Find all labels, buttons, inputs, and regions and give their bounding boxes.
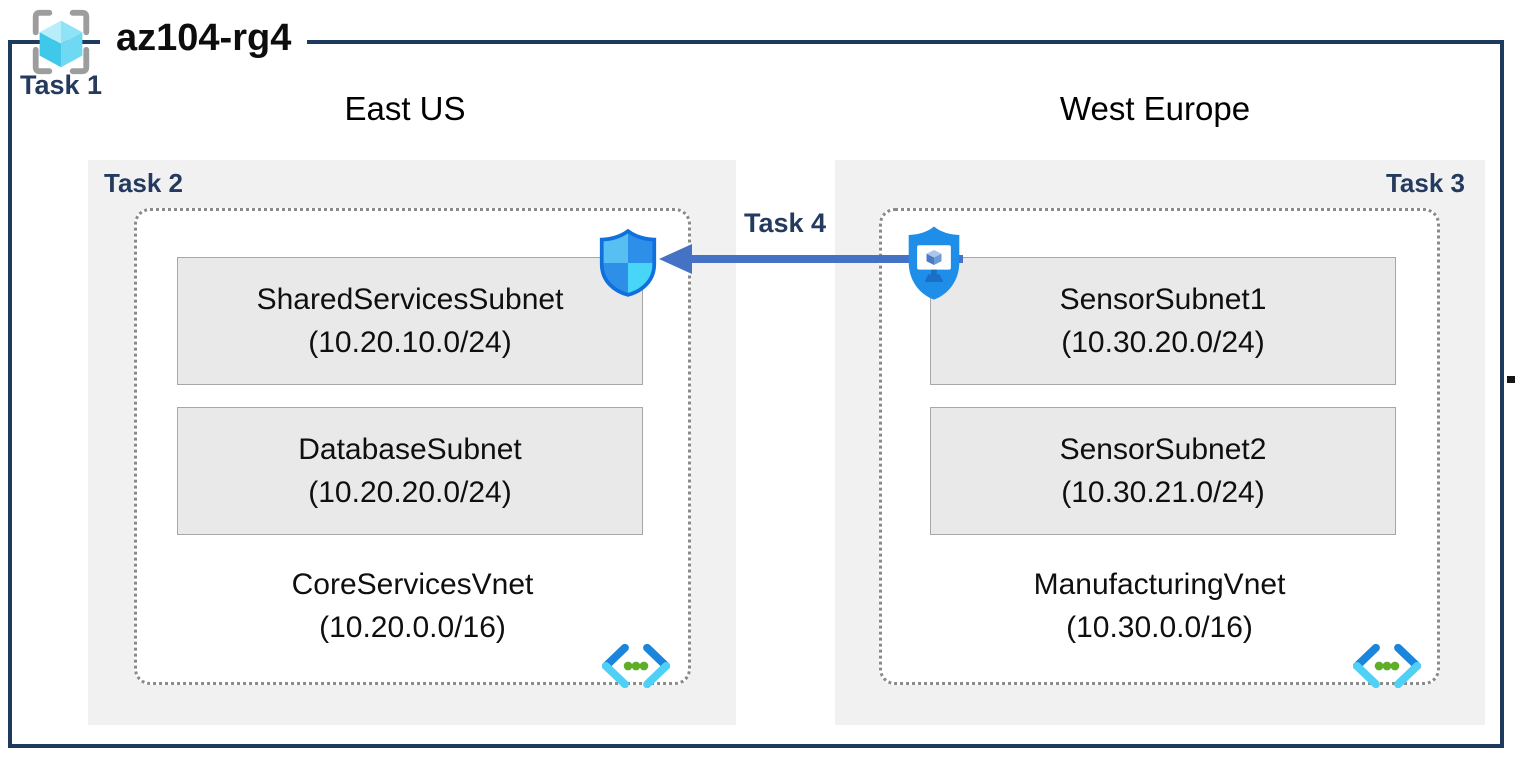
vnet-cidr: (10.30.0.0/16): [1066, 611, 1253, 644]
vnet-name: ManufacturingVnet: [1033, 568, 1286, 601]
subnet-name: DatabaseSubnet: [298, 433, 522, 466]
resource-group-border: [8, 40, 1504, 748]
vnet-coreservices: SharedServicesSubnet (10.20.10.0/24) Dat…: [134, 208, 691, 689]
vnet-label: CoreServicesVnet (10.20.0.0/16): [137, 563, 688, 649]
region-label-west-europe: West Europe: [1059, 90, 1251, 127]
resource-group-icon: [26, 4, 96, 85]
subnet-sensor1: SensorSubnet1 (10.30.20.0/24): [930, 257, 1396, 385]
subnet-name: SensorSubnet1: [1059, 283, 1267, 316]
subnet-sharedservices: SharedServicesSubnet (10.20.10.0/24): [177, 257, 643, 385]
virtual-network-icon: [1349, 641, 1425, 696]
vnet-manufacturing: SensorSubnet1 (10.30.20.0/24) SensorSubn…: [879, 208, 1440, 689]
task2-label: Task 2: [104, 168, 184, 198]
vnet-name: CoreServicesVnet: [291, 568, 534, 601]
subnet-name: SensorSubnet2: [1059, 433, 1267, 466]
subnet-database: DatabaseSubnet (10.20.20.0/24): [177, 407, 643, 535]
task3-label: Task 3: [1385, 168, 1465, 198]
subnet-cidr: (10.20.10.0/24): [308, 326, 512, 359]
task1-label: Task 1: [20, 70, 103, 100]
subnet-name: SharedServicesSubnet: [256, 283, 564, 316]
network-security-group-icon: [598, 228, 658, 303]
vnet-label: ManufacturingVnet (10.30.0.0/16): [882, 563, 1437, 649]
virtual-network-icon: [598, 641, 674, 696]
resource-group-title: az104-rg4: [100, 12, 308, 66]
subnet-cidr: (10.30.21.0/24): [1061, 476, 1265, 509]
bastion-icon: [904, 224, 964, 309]
subnet-sensor2: SensorSubnet2 (10.30.21.0/24): [930, 407, 1396, 535]
subnet-cidr: (10.20.20.0/24): [308, 476, 512, 509]
region-label-east-us: East US: [344, 90, 466, 127]
task4-label: Task 4: [743, 208, 827, 238]
subnet-cidr: (10.30.20.0/24): [1061, 326, 1265, 359]
right-edge-connector-stub: [1507, 376, 1515, 383]
vnet-cidr: (10.20.0.0/16): [319, 611, 506, 644]
